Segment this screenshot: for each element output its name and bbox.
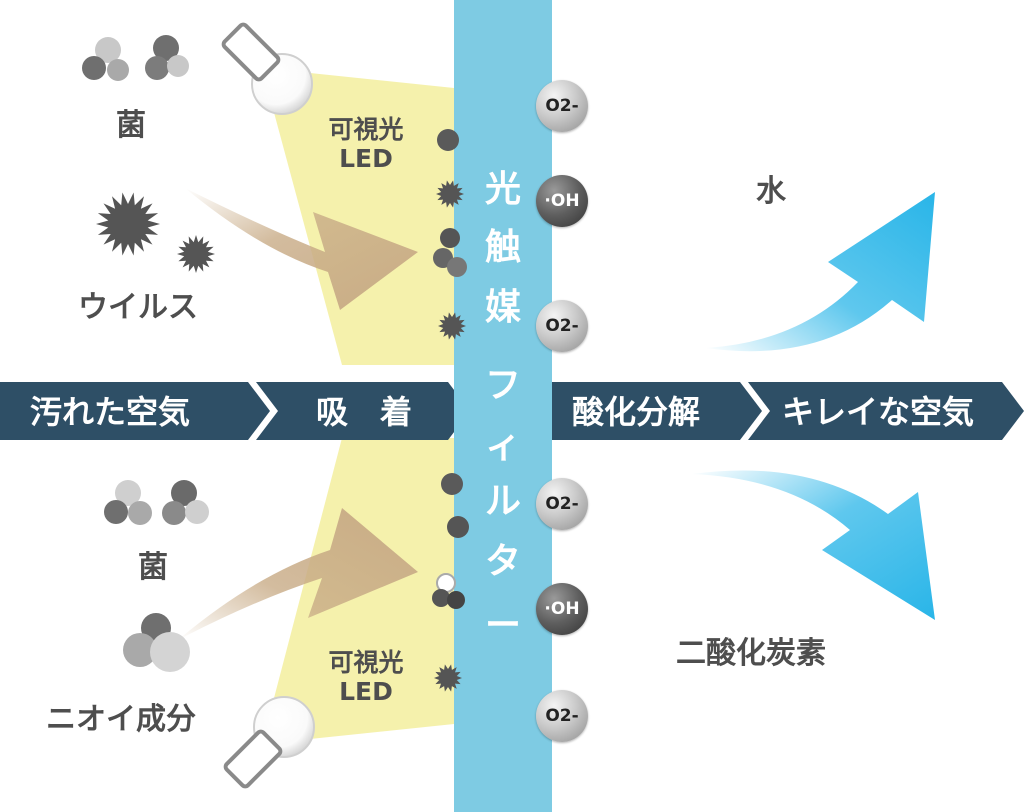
label-bacteria-bottom: 菌 xyxy=(138,550,168,585)
bacteria-top-right-icon xyxy=(145,35,189,80)
virus-spike-shape xyxy=(177,235,215,273)
adsorbed-particle-icon xyxy=(437,129,459,151)
virus-spike-shape xyxy=(434,664,462,692)
flow-band-clean xyxy=(748,382,1024,440)
adsorbed-virus-icon xyxy=(434,664,462,692)
ion-o2-icon: O2- xyxy=(536,690,588,742)
filter-label-char: 媒 xyxy=(484,287,521,328)
adsorbed-virus-icon xyxy=(438,312,466,340)
ion-o2-icon: O2- xyxy=(536,300,588,352)
ion-oh-icon: ·OH xyxy=(536,583,588,635)
filter-label-char: 光 xyxy=(484,169,521,210)
virus-spike-shape xyxy=(438,312,466,340)
filter-label-char: ィ xyxy=(484,425,521,466)
adsorbed-virus-icon xyxy=(436,180,464,208)
adsorbed-particle-icon xyxy=(447,516,469,538)
adsorption-arrow-top xyxy=(185,188,418,310)
ion-oh-icon: ·OH xyxy=(536,175,588,227)
label-odor: ニオイ成分 xyxy=(46,702,196,737)
filter-label-char: ー xyxy=(484,605,521,646)
virus-spike-shape xyxy=(436,180,464,208)
led-lamp-top-icon xyxy=(221,22,313,115)
bacteria-top-left-icon xyxy=(82,37,129,81)
label-bacteria-top: 菌 xyxy=(116,108,146,143)
filter-label-char: ル xyxy=(484,481,521,522)
ion-o2-icon: O2- xyxy=(536,80,588,132)
led-lamp-bottom-icon xyxy=(223,696,315,789)
label-co2: 二酸化炭素 xyxy=(676,636,826,671)
adsorbed-particle-icon xyxy=(441,473,463,495)
flow-label-adsorption: 吸 着 xyxy=(316,393,413,431)
led-beam-top xyxy=(262,68,454,365)
label-led-bottom: 可視光 LED xyxy=(328,648,404,706)
filter-label-char: タ xyxy=(484,541,521,582)
flow-band-decompose xyxy=(552,382,762,440)
odor-molecule-icon xyxy=(123,613,190,672)
water-arrow xyxy=(706,192,935,352)
filter-label-char: 触 xyxy=(484,227,521,268)
flow-band-adsorb xyxy=(256,382,470,440)
bacteria-bottom-right-icon xyxy=(162,480,209,525)
adsorbed-odor-icon xyxy=(432,573,465,609)
flow-label-clean-air: キレイな空気 xyxy=(782,393,975,431)
filter-label-char: フ xyxy=(484,365,521,406)
virus-spike-shape xyxy=(96,192,160,256)
flow-band-left xyxy=(0,382,270,440)
virus-small-icon xyxy=(177,235,215,273)
virus-large-icon xyxy=(96,192,160,256)
label-virus: ウイルス xyxy=(78,290,198,325)
photocatalyst-filter xyxy=(454,0,552,812)
adsorbed-bacteria-icon xyxy=(433,228,467,277)
label-water: 水 xyxy=(756,174,786,209)
bacteria-bottom-left-icon xyxy=(104,480,152,525)
co2-arrow xyxy=(692,470,935,620)
label-led-top: 可視光 LED xyxy=(328,115,404,173)
flow-label-decomposition: 酸化分解 xyxy=(572,393,701,431)
flow-label-dirty-air: 汚れた空気 xyxy=(30,393,191,431)
adsorption-arrow-bottom xyxy=(178,508,418,640)
ion-o2-icon: O2- xyxy=(536,478,588,530)
